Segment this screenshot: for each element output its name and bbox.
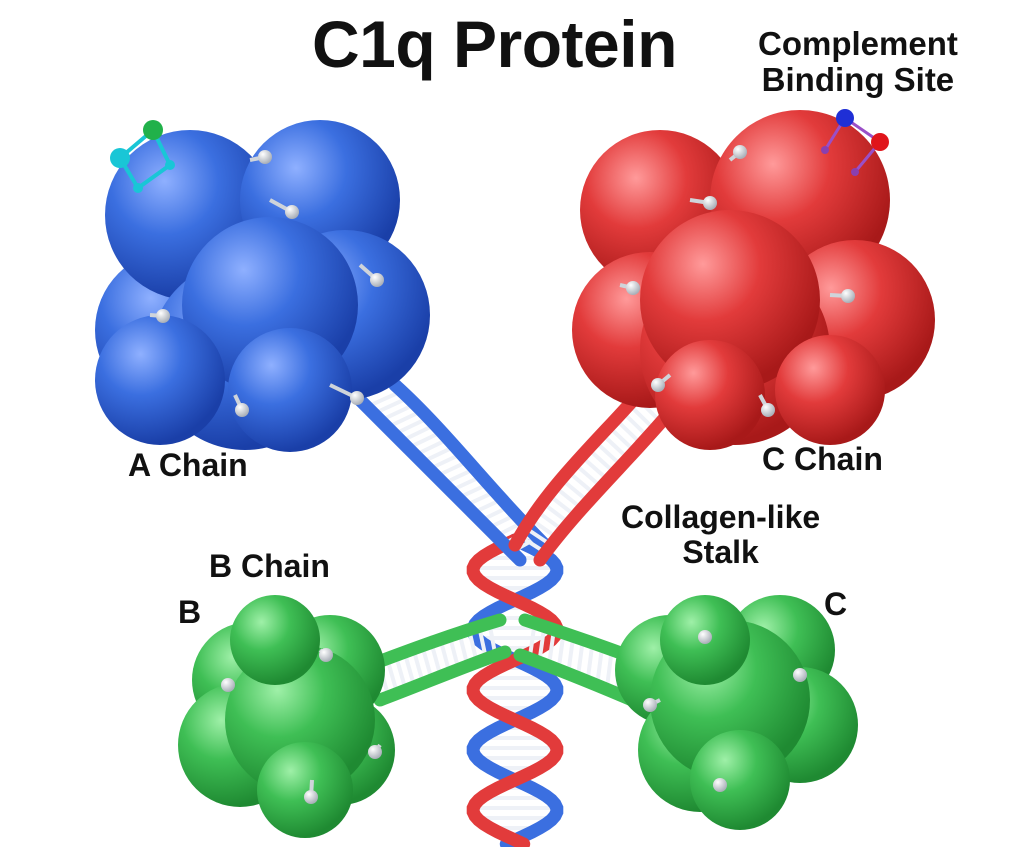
knob [733, 145, 747, 159]
head-a-chain [95, 120, 430, 452]
head-lobe [230, 595, 320, 685]
knob [643, 698, 657, 712]
knob [350, 391, 364, 405]
collagen-like-stalks [353, 368, 687, 847]
label-c-chain: C Chain [762, 441, 883, 477]
ligands [110, 109, 889, 193]
knob [698, 630, 712, 644]
head-b-chain-right [615, 595, 858, 830]
head-lobe [257, 742, 353, 838]
label-c-short: C [824, 586, 848, 622]
label-collagen-line2: Stalk [682, 534, 759, 571]
head-lobe [775, 335, 885, 445]
head-lobe [95, 315, 225, 445]
molecule-icon [110, 120, 175, 193]
ligand-atom [871, 133, 889, 151]
knob [304, 790, 318, 804]
knob [370, 273, 384, 287]
head-lobe [640, 210, 820, 390]
knob [713, 778, 727, 792]
helix-strand-red [466, 533, 564, 847]
ligand-atom [110, 148, 130, 168]
head-c-chain [572, 110, 935, 450]
label-a-chain: A Chain [128, 447, 248, 483]
molecule-icon [821, 109, 889, 176]
knob [285, 205, 299, 219]
knob [368, 745, 382, 759]
knob [651, 378, 665, 392]
head-lobe [690, 730, 790, 830]
label-complement-binding-site: Complement Binding Site [758, 25, 958, 99]
knob [761, 403, 775, 417]
head-lobe [228, 328, 352, 452]
ligand-atom [836, 109, 854, 127]
knob [156, 309, 170, 323]
ligand-atom [133, 183, 143, 193]
stalk-strand [353, 393, 527, 567]
ligand-atom [143, 120, 163, 140]
label-collagen-like-stalk: Collagen-like Stalk [621, 499, 821, 571]
knob [221, 678, 235, 692]
label-collagen-line1: Collagen-like [621, 499, 821, 535]
knob [703, 196, 717, 210]
knob [235, 403, 249, 417]
page-title: C1q Protein [312, 7, 677, 81]
knob [258, 150, 272, 164]
ligand-atom [821, 146, 829, 154]
label-complement-line2: Binding Site [761, 61, 955, 99]
ligand-bond [136, 163, 172, 190]
knob [841, 289, 855, 303]
stalk-strand [373, 645, 512, 707]
label-b-chain: B Chain [209, 548, 330, 584]
head-b-chain-left [178, 595, 395, 838]
knob [626, 281, 640, 295]
knob [319, 648, 333, 662]
head-lobe [655, 340, 765, 450]
ligand-atom [851, 168, 859, 176]
central-helix [466, 533, 564, 847]
helix-strand-blue [466, 533, 564, 847]
ligand-atom [165, 160, 175, 170]
globular-heads [95, 110, 935, 838]
knob [793, 668, 807, 682]
label-b-short: B [178, 594, 202, 630]
label-complement-line1: Complement [758, 25, 958, 62]
